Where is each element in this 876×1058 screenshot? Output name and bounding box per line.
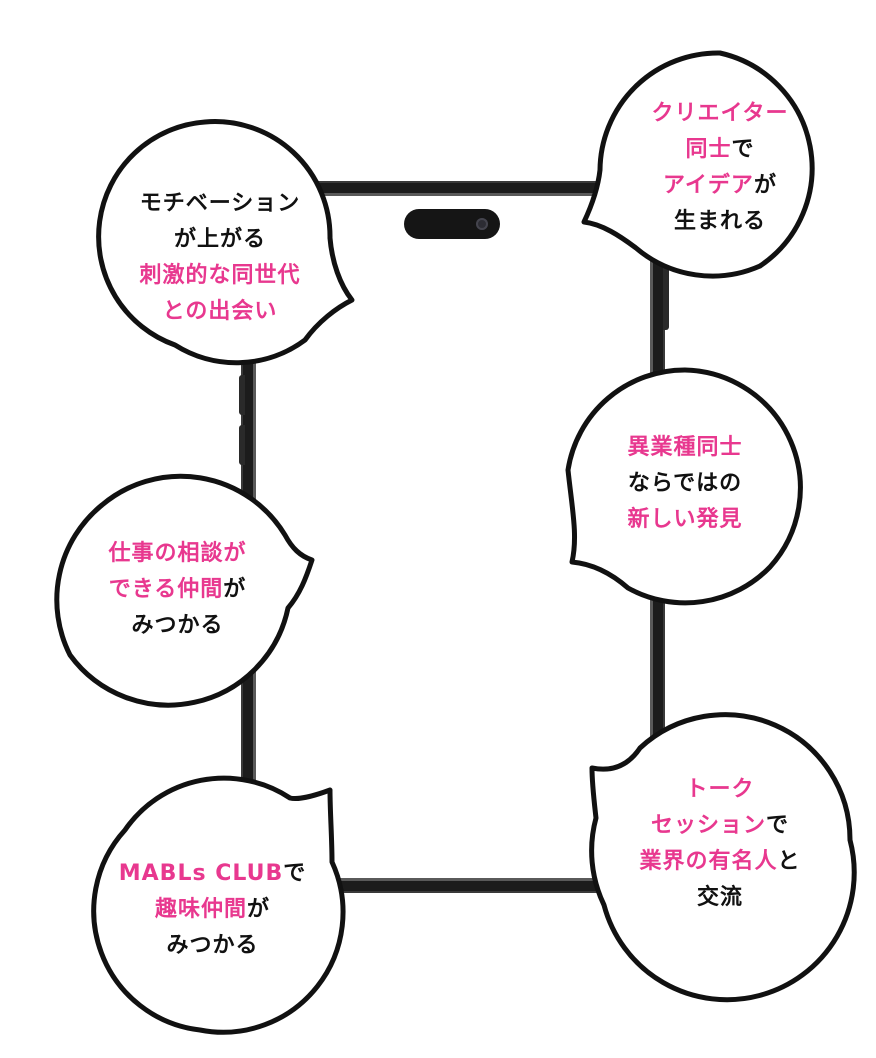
text-plain: が: [247, 897, 271, 922]
text-line-highlight: 新しい発見: [627, 507, 743, 532]
text-plain: と: [777, 849, 801, 874]
speech-bubble-consult: [54, 473, 315, 708]
text-highlight: 趣味仲間: [154, 897, 247, 922]
text-line: 交流: [696, 885, 743, 910]
speech-bubble-industry: [565, 367, 803, 606]
speech-bubble-motivation: [96, 119, 355, 366]
speech-bubble-club: [91, 775, 346, 1035]
text-highlight: セッション: [650, 813, 766, 838]
text-line: が上がる: [173, 227, 266, 252]
text-line-highlight: 仕事の相談が: [108, 541, 247, 566]
bubble-industry-text: 異業種同士 ならではの 新しい発見: [565, 430, 805, 538]
text-plain: が: [753, 173, 777, 198]
bubble-creator-text: クリエイター 同士で アイデアが 生まれる: [600, 96, 840, 240]
speech-bubble-talk: [589, 712, 857, 1003]
text-highlight: できる仲間: [108, 577, 224, 602]
text-line-highlight: トーク: [685, 777, 755, 802]
speech-bubble-creator: [581, 50, 815, 279]
text-plain: で: [283, 861, 307, 886]
text-plain: で: [731, 137, 755, 162]
bubble-consult-text: 仕事の相談が できる仲間が みつかる: [60, 536, 295, 644]
text-line: 生まれる: [673, 209, 766, 234]
text-line-highlight: 異業種同士: [627, 435, 743, 460]
power-button: [663, 260, 669, 330]
text-highlight: 業界の有名人: [639, 849, 778, 874]
text-highlight: 同士: [685, 137, 732, 162]
bubble-club-text: MABLs CLUBで 趣味仲間が みつかる: [100, 856, 325, 964]
text-highlight: MABLs CLUB: [118, 861, 284, 886]
text-line-highlight: との出会い: [162, 299, 278, 324]
volume-button: [239, 375, 245, 415]
text-plain: が: [223, 577, 247, 602]
text-line: ならではの: [627, 471, 743, 496]
bubble-talk-text: トーク セッションで 業界の有名人と 交流: [600, 772, 840, 916]
bubble-motivation-text: モチベーション が上がる 刺激的な同世代 との出会い: [105, 186, 335, 330]
text-plain: で: [766, 813, 790, 838]
volume-button: [239, 425, 245, 465]
text-line-highlight: クリエイター: [651, 101, 789, 126]
text-line: モチベーション: [139, 191, 301, 216]
text-line-highlight: 刺激的な同世代: [139, 263, 301, 288]
camera-icon: [476, 218, 488, 230]
text-line: みつかる: [166, 933, 259, 958]
text-line: みつかる: [131, 613, 224, 638]
text-highlight: アイデア: [663, 173, 754, 198]
